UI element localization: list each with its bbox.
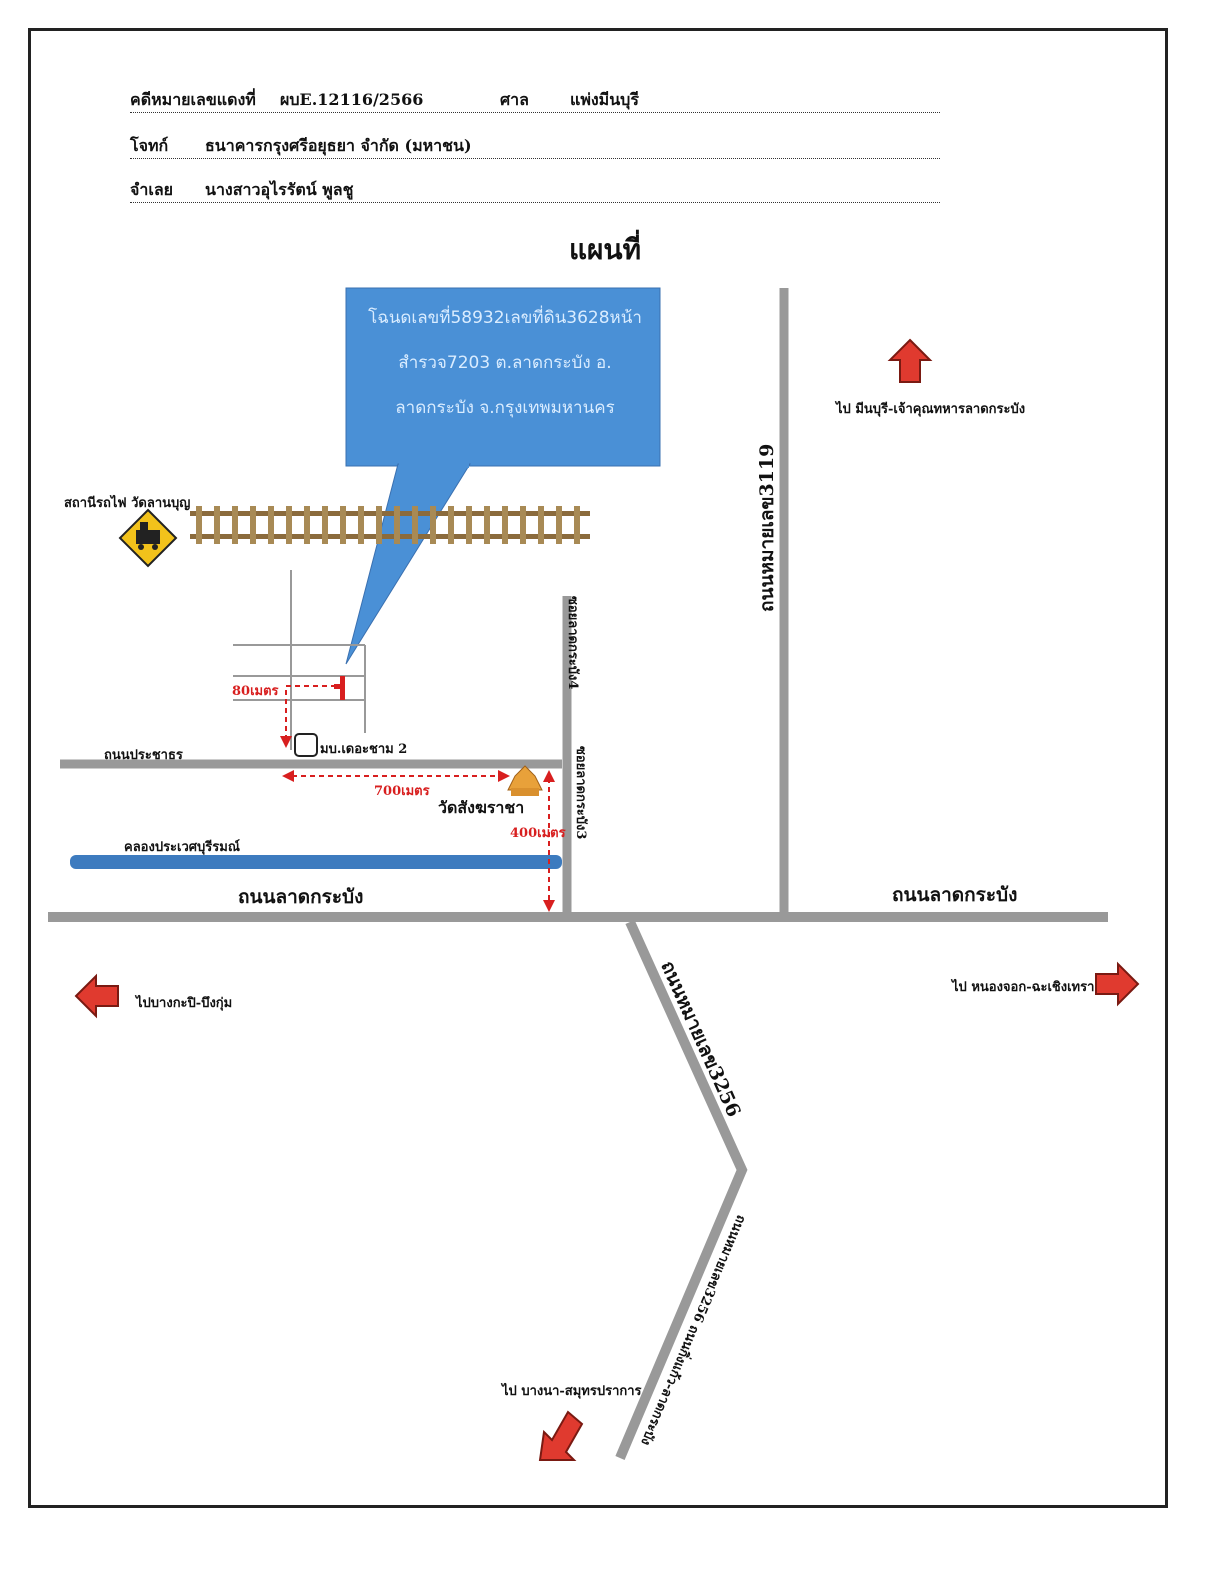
village-marker <box>294 733 318 757</box>
plaintiff-label: โจทก์ <box>130 136 169 155</box>
case-row: คดีหมายเลขแดงที่ ผบE.12116/2566 ศาล แพ่ง… <box>130 88 940 113</box>
direction-north-label: ไป มีนบุรี-เจ้าคุณทหารลาดกระบัง <box>836 402 1026 417</box>
case-number: ผบE.12116/2566 <box>280 90 424 109</box>
callout-text: โฉนดเลขที่58932เลขที่ดิน3628หน้า สำรวจ72… <box>350 296 660 431</box>
road-prachathorn-label: ถนนประชาธร <box>104 748 183 763</box>
plaintiff-row: โจทก์ ธนาคารกรุงศรีอยุธยา จำกัด (มหาชน) <box>130 134 940 159</box>
distance-arrowheads <box>280 736 555 912</box>
defendant-name: นางสาวอุไรรัตน์ พูลชู <box>205 180 354 199</box>
road-latkrabang-right-label: ถนนลาดกระบัง <box>892 884 1018 906</box>
distance-80-label: 80เมตร <box>232 684 279 699</box>
railway-track <box>190 506 590 544</box>
temple-icon <box>507 765 543 796</box>
canal-label: คลองประเวศบุรีรมณ์ <box>124 840 240 855</box>
distance-markers <box>285 685 550 905</box>
direction-south-label: ไป บางนา-สมุทรปราการ <box>502 1384 642 1399</box>
direction-east-label: ไป หนองจอก-ฉะเชิงเทรา <box>952 980 1095 995</box>
callout-line-1: โฉนดเลขที่58932เลขที่ดิน3628หน้า <box>368 308 642 328</box>
direction-arrow-icon <box>74 338 1140 1461</box>
canal-line <box>70 855 562 869</box>
defendant-label: จำเลย <box>130 180 174 199</box>
map-frame <box>28 28 1168 1508</box>
defendant-row: จำเลย นางสาวอุไรรัตน์ พูลชู <box>130 178 940 203</box>
soi-3-label: ซอยลาดกระบัง3 <box>573 746 588 840</box>
distance-400-label: 400เมตร <box>510 826 566 841</box>
village-label: มบ.เดอะชาม 2 <box>320 742 408 757</box>
callout-line-2: สำรวจ7203 ต.ลาดกระบัง อ. <box>398 353 612 373</box>
temple-label: วัดสังฆราชา <box>438 798 525 817</box>
soi-4-label: ซอยลาดกระบัง4 <box>565 596 580 690</box>
court-name: แพ่งมีนบุรี <box>570 90 639 109</box>
train-sign-icon <box>118 508 178 568</box>
roads <box>48 288 1108 1460</box>
distance-700-label: 700เมตร <box>374 784 430 799</box>
map-title: แผนที่ <box>568 233 642 266</box>
callout-line-3: ลาดกระบัง จ.กรุงเทพมหานคร <box>395 398 615 418</box>
case-label: คดีหมายเลขแดงที่ <box>130 90 256 109</box>
plaintiff-name: ธนาคารกรุงศรีอยุธยา จำกัด (มหาชน) <box>205 136 472 155</box>
court-label: ศาล <box>500 90 529 109</box>
road-latkrabang-left-label: ถนนลาดกระบัง <box>238 886 364 908</box>
location-pin-icon <box>334 676 345 700</box>
road-3119-label: ถนนหมายเลข3119 <box>756 443 778 612</box>
direction-west-label: ไปบางกะปิ-บึงกุ่ม <box>136 996 233 1011</box>
train-station-label: สถานีรถไฟ วัดลานบุญ <box>64 496 191 511</box>
